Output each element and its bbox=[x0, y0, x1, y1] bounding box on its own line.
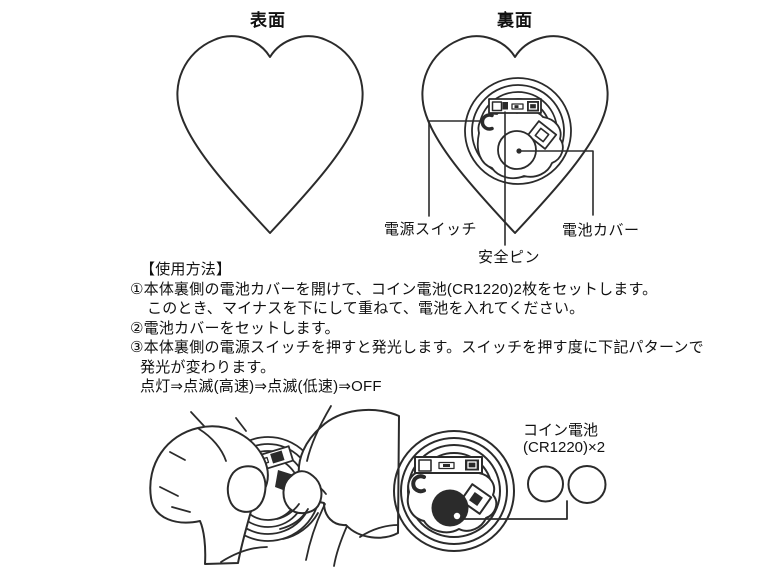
cover-lock-tab bbox=[526, 120, 558, 150]
coin-battery-note-line2: (CR1220)×2 bbox=[523, 439, 606, 456]
coin-battery-note-line1: コイン電池 bbox=[523, 422, 599, 439]
left-thumb-nail bbox=[226, 465, 267, 513]
battery-compartment-detail bbox=[393, 430, 568, 552]
safety-pin-plate bbox=[488, 98, 542, 114]
back-battery-compartment bbox=[464, 77, 572, 185]
front-heart-outline bbox=[176, 35, 364, 234]
right-thumb-nail bbox=[282, 470, 323, 514]
light-pattern-sequence: 点灯⇒点滅(高速)⇒点滅(低速)⇒OFF bbox=[140, 378, 382, 395]
callout-leader-lines bbox=[428, 111, 594, 246]
coin-battery-leader-line bbox=[459, 500, 568, 520]
instruction-step-1: ①本体裏側の電池カバーを開けて、コイン電池(CR1220)2枚をセットします。 bbox=[130, 280, 658, 298]
hands-opening-cover-illustration bbox=[149, 405, 400, 567]
coin-battery-1 bbox=[527, 465, 564, 503]
coin-battery-in-well bbox=[431, 489, 469, 527]
instruction-step-3: ③本体裏側の電源スイッチを押すと発光します。スイッチを押す度に下記パターンで bbox=[130, 339, 704, 356]
left-hand bbox=[149, 411, 269, 565]
pin-plate-detail bbox=[414, 456, 483, 474]
battery-anchor-dot bbox=[453, 512, 461, 520]
back-heart-outline bbox=[421, 35, 609, 234]
instruction-step-3-continued: 発光が変わります。 bbox=[140, 358, 276, 376]
visible-ring-arcs bbox=[276, 503, 319, 540]
pin-hook-detail bbox=[411, 474, 426, 494]
right-hand bbox=[275, 405, 400, 567]
coin-battery-circles bbox=[527, 465, 607, 504]
safety-pin-label: 安全ピン bbox=[478, 249, 541, 266]
usage-instructions: 【使用方法】 ①本体裏側の電池カバーを開けて、コイン電池(CR1220)2枚をセ… bbox=[130, 260, 704, 397]
instruction-step-2: ②電池カバーをセットします。 bbox=[130, 319, 340, 337]
back-view-label: 裏面 bbox=[497, 11, 533, 30]
coin-battery-note: コイン電池 (CR1220)×2 bbox=[523, 422, 605, 456]
pin-hook bbox=[480, 113, 494, 131]
power-switch-leader-line bbox=[428, 120, 482, 217]
cover-lock-tab-detail bbox=[459, 483, 493, 515]
coin-battery-2 bbox=[567, 465, 607, 504]
power-switch-label: 電源スイッチ bbox=[384, 221, 478, 238]
usage-heading: 【使用方法】 bbox=[140, 261, 232, 278]
instruction-step-1-continued: このとき、マイナスを下にして重ねて、電池を入れてください。 bbox=[147, 300, 585, 317]
battery-cover-label: 電池カバー bbox=[562, 222, 640, 239]
battery-cover-leader-line bbox=[518, 150, 594, 216]
front-view-label: 表面 bbox=[250, 11, 286, 30]
